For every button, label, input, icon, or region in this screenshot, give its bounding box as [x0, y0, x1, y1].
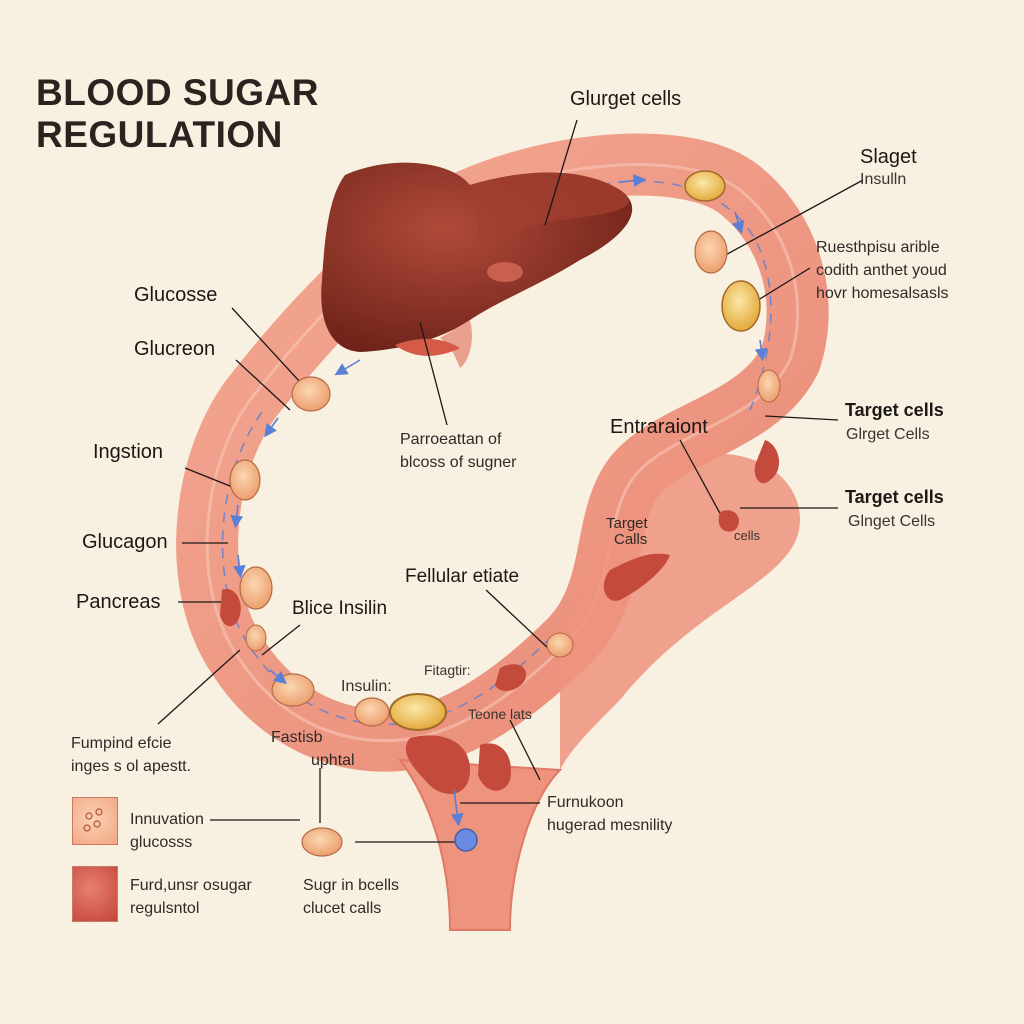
label-ingstion: Ingstion	[93, 441, 164, 463]
red-blood-cell	[718, 510, 740, 532]
label-fitagtir: Fitagtir:	[424, 662, 471, 678]
label-cells-small: cells	[734, 528, 761, 543]
label-furnukoon: Furnukoon hugerad mesnility	[547, 791, 672, 837]
legend-2-line-1: Furd,unsr osugar	[130, 877, 252, 894]
blue-arrow	[232, 554, 246, 579]
label-parro: Parroeattan of blcoss of sugner	[400, 428, 517, 474]
legend-1-line-2: glucosss	[130, 834, 193, 851]
label-glucosse: Glucosse	[134, 284, 218, 306]
target-inner-line-2: Calls	[614, 531, 648, 548]
blue-arrow	[334, 359, 361, 376]
reseth-line-1: Ruesthpisu arible	[816, 239, 940, 256]
legend-swatch-regulation	[72, 866, 118, 922]
title-line-2: REGULATION	[36, 114, 283, 155]
blue-arrow	[230, 504, 244, 529]
glucose-cell	[757, 369, 781, 403]
reseth-line-2: codith anthet youd	[816, 262, 947, 279]
reseth-line-3: hovr homesalsasls	[816, 285, 949, 302]
label-entraraiont: Entraraiont	[610, 416, 708, 438]
legend-swatch-innuvation	[72, 797, 118, 845]
legend-cell-dots-icon	[83, 808, 103, 832]
red-blood-cell	[603, 553, 670, 601]
insulin-cell	[389, 693, 447, 731]
red-blood-cells	[220, 440, 780, 794]
label-fumpind: Fumpind efcie inges s ol apestt.	[71, 732, 191, 778]
label-glucreon: Glucreon	[134, 338, 216, 360]
blue-arrow	[450, 789, 464, 827]
red-blood-cell	[478, 743, 511, 791]
legend-1-line-1: Innuvation	[130, 811, 204, 828]
label-fellular-etiate: Fellular etiate	[405, 566, 520, 587]
furnukoon-line-2: hugerad mesnility	[547, 817, 673, 834]
red-blood-cell	[754, 440, 780, 484]
glucose-cell	[229, 459, 261, 501]
label-slaget: Slaget	[860, 146, 917, 168]
blue-marker	[454, 828, 478, 852]
red-blood-cell	[220, 588, 241, 627]
label-target-cells-2: Target cells	[845, 487, 944, 507]
target-inner-line-1: Target	[606, 515, 648, 532]
label-target-inner: Target Calls	[606, 516, 648, 548]
legend-label-2: Furd,unsr osugar regulsntol	[130, 874, 252, 920]
label-target-cells-1: Target cells	[845, 400, 944, 420]
blue-arrow	[731, 211, 745, 235]
label-teone-lats: Teone lats	[468, 706, 532, 722]
blue-arrow	[754, 339, 768, 362]
label-blice-insilin: Blice Insilin	[292, 598, 388, 619]
glucose-cell	[684, 170, 726, 202]
label-glucagon: Glucagon	[82, 531, 168, 553]
label-pancreas: Pancreas	[76, 591, 161, 613]
fumpind-line-2: inges s ol apestt.	[71, 758, 192, 775]
glucose-cell	[245, 624, 267, 652]
glucose-cell	[546, 632, 574, 658]
sugr-line-1: Sugr in bcells	[303, 877, 400, 894]
label-target-cells-1-sub: Glrget Cells	[846, 426, 930, 443]
fastisb-line-2: uphtal	[311, 752, 355, 769]
glucose-cell	[301, 827, 343, 857]
blue-arrow	[264, 417, 279, 438]
glucose-cell	[271, 673, 315, 707]
liver-organ	[321, 162, 633, 368]
red-blood-cell	[405, 735, 470, 794]
label-insulin-mid: Insulin:	[341, 678, 392, 695]
fastisb-line-1: Fastisb	[271, 729, 323, 746]
glucose-cell	[694, 230, 728, 274]
blue-arrows	[230, 174, 768, 827]
glucose-cell	[291, 376, 331, 412]
label-glurget-cells: Glurget cells	[570, 88, 682, 110]
blue-arrow	[269, 669, 287, 685]
label-sugr-in-bcells: Sugr in bcells clucet calls	[303, 874, 399, 920]
insulin-cell	[721, 280, 761, 332]
title-line-1: BLOOD SUGAR	[36, 72, 319, 113]
sugr-line-2: clucet calls	[303, 900, 382, 917]
legend-label-1: Innuvation glucosss	[130, 808, 204, 854]
furnukoon-line-1: Furnukoon	[547, 794, 624, 811]
glucose-cell	[239, 566, 273, 610]
label-reseth: Ruesthpisu arible codith anthet youd hov…	[816, 236, 949, 305]
label-target-cells-2-sub: Glnget Cells	[848, 513, 936, 530]
legend-2-line-2: regulsntol	[130, 900, 200, 917]
fumpind-line-1: Fumpind efcie	[71, 735, 172, 752]
parro-line-2: blcoss of sugner	[400, 454, 517, 471]
blue-arrow	[619, 174, 647, 188]
label-insulin-top: Insulln	[860, 171, 907, 188]
pointer-lines	[157, 119, 864, 843]
page-title: BLOOD SUGAR REGULATION	[36, 72, 319, 156]
label-fastisb: Fastisb uphtal	[271, 726, 355, 772]
glucose-cells	[229, 170, 781, 857]
parro-line-1: Parroeattan of	[400, 431, 502, 448]
glucose-cell	[354, 697, 390, 727]
red-blood-cell	[495, 664, 526, 692]
